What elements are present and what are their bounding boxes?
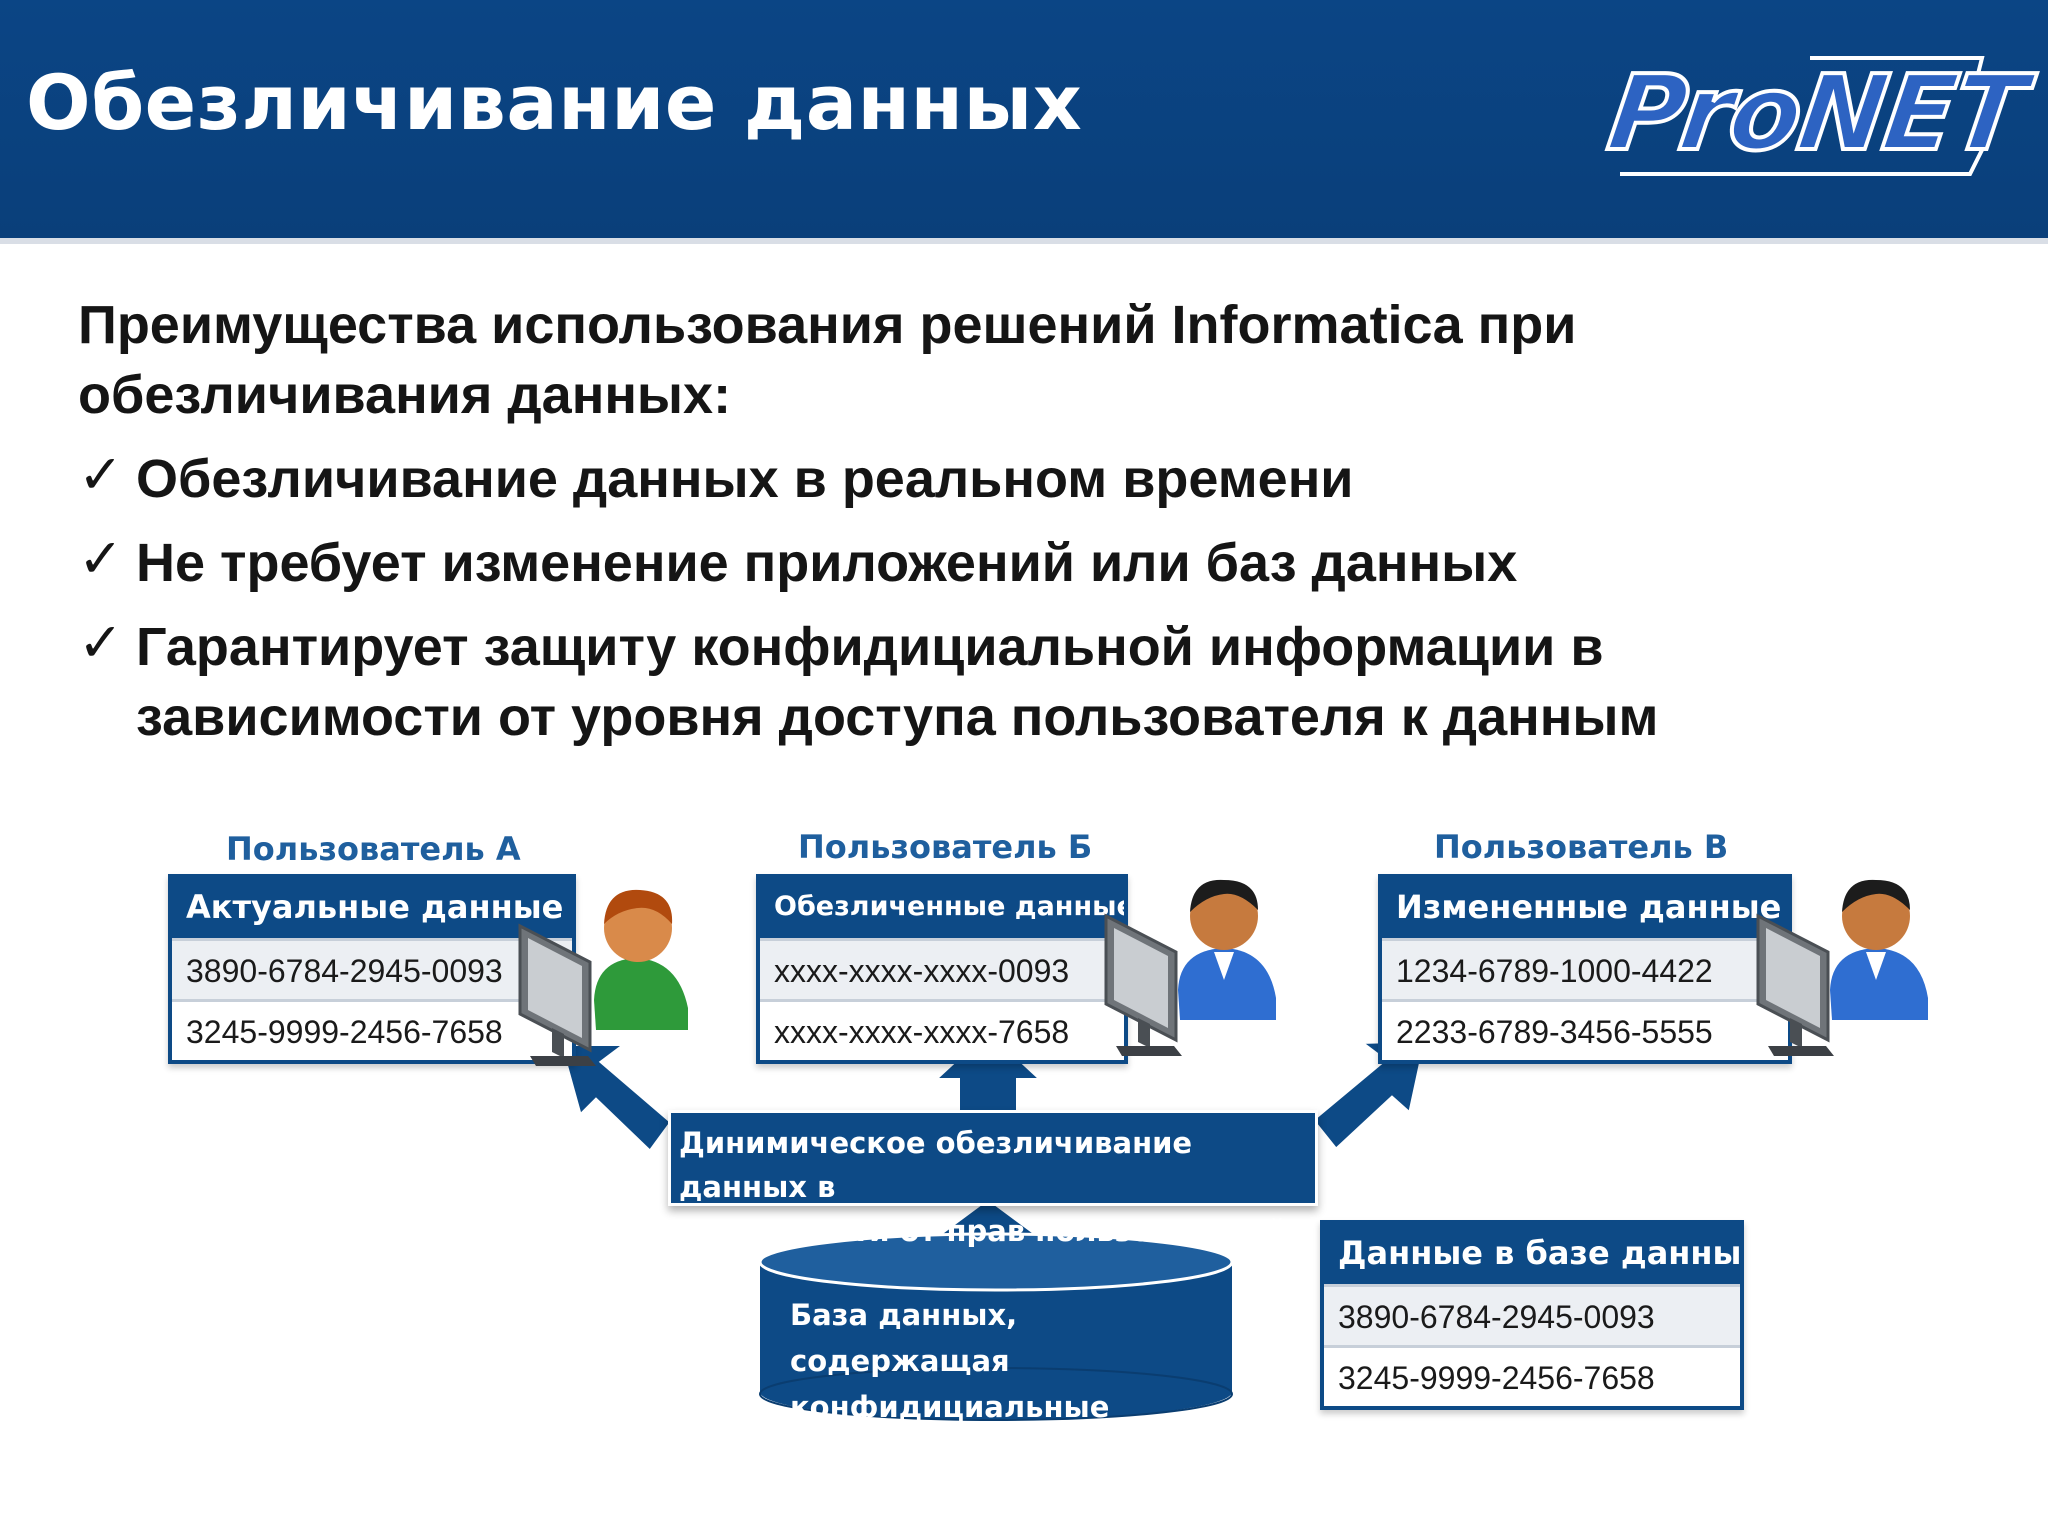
table-row: 2233-6789-3456-5555 (1382, 999, 1788, 1060)
intro-line: Преимущества использования решений Infor… (78, 295, 1577, 355)
table-row: xxxx-xxxx-xxxx-0093 (760, 938, 1124, 999)
benefits-list: ✓ Обезличивание данных в реальном времен… (78, 443, 1978, 766)
masking-banner: Динимическое обезличивание данных в зави… (668, 1110, 1318, 1248)
user-c-label: Пользователь В (1434, 828, 1729, 866)
arrow-to-user-a (557, 1042, 675, 1156)
user-a-table: Актуальные данные 3890-6784-2945-0093 32… (168, 874, 576, 1064)
table-header: Обезличенные данные (760, 878, 1124, 938)
table-header: Измененные данные (1382, 878, 1788, 938)
database-label: База данных, содержащая конфидициальные … (790, 1292, 1240, 1476)
table-row: 3890-6784-2945-0093 (172, 938, 572, 999)
user-a-label: Пользователь А (226, 830, 521, 868)
intro-line: обезличивания данных: (78, 365, 732, 425)
database-label-line: конфидициальные данные (790, 1390, 1110, 1470)
header-bar: Обезличивание данных ProNET (0, 0, 2048, 244)
user-workstation-icon (518, 889, 688, 1066)
benefit-text: зависимости от уровня доступа пользовате… (136, 687, 1659, 747)
benefit-text: Гарантирует защиту конфидициальной инфор… (136, 617, 1604, 677)
banner-line: Динимическое обезличивание данных в (679, 1126, 1193, 1204)
table-row: 1234-6789-1000-4422 (1382, 938, 1788, 999)
table-row: xxxx-xxxx-xxxx-7658 (760, 999, 1124, 1060)
benefit-item: ✓ Не требует изменение приложений или ба… (78, 527, 1978, 598)
table-header: Данные в базе данных (1324, 1224, 1740, 1284)
user-workstation-icon (1104, 879, 1276, 1056)
pronet-logo: ProNET (1599, 46, 2033, 186)
benefit-item: ✓ Гарантирует защиту конфидициальной инф… (78, 611, 1978, 752)
intro-heading: Преимущества использования решений Infor… (78, 290, 1978, 430)
checkmark-icon: ✓ (78, 611, 124, 674)
checkmark-icon: ✓ (78, 443, 124, 506)
user-b-label: Пользователь Б (798, 828, 1093, 866)
page-title: Обезличивание данных (26, 58, 1083, 147)
table-row: 3245-9999-2456-7658 (1324, 1345, 1740, 1406)
logo-frame (1620, 56, 1985, 176)
benefit-item: ✓ Обезличивание данных в реальном времен… (78, 443, 1978, 514)
database-cylinder-icon (758, 1232, 1234, 1421)
table-header: Актуальные данные (172, 878, 572, 938)
table-row: 3890-6784-2945-0093 (1324, 1284, 1740, 1345)
table-row: 3245-9999-2456-7658 (172, 999, 572, 1060)
database-label-line: База данных, содержащая (790, 1298, 1018, 1378)
banner-line: зависимости от прав пользователей (679, 1214, 1288, 1248)
user-c-table: Измененные данные 1234-6789-1000-4422 22… (1378, 874, 1792, 1064)
database-table: Данные в базе данных 3890-6784-2945-0093… (1320, 1220, 1744, 1410)
user-b-table: Обезличенные данные xxxx-xxxx-xxxx-0093 … (756, 874, 1128, 1064)
checkmark-icon: ✓ (78, 527, 124, 590)
user-workstation-icon (1756, 879, 1928, 1056)
benefit-text: Обезличивание данных в реальном времени (136, 449, 1354, 509)
benefit-text: Не требует изменение приложений или баз … (136, 533, 1518, 593)
